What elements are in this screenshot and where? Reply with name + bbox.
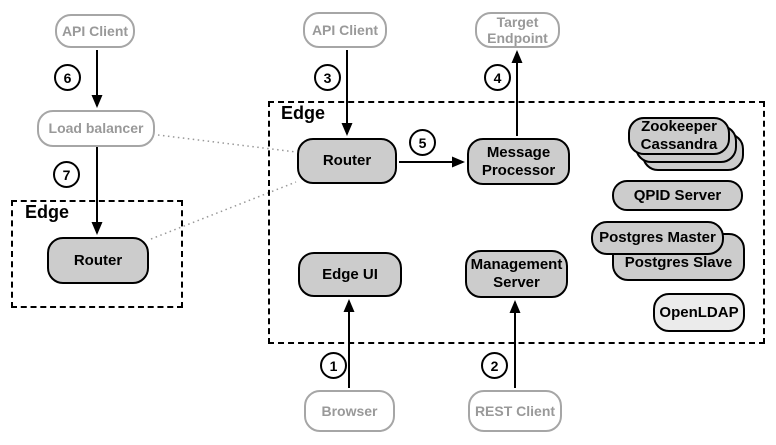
- step-5-badge: 5: [409, 129, 436, 156]
- step-3-badge: 3: [314, 64, 341, 91]
- dotted-link-load-balancer-to-router-main: [157, 134, 297, 153]
- target-endpoint-node: Target Endpoint: [475, 12, 560, 48]
- step-7-badge: 7: [53, 161, 80, 188]
- zookeeper-cassandra-node: Zookeeper Cassandra: [628, 117, 730, 155]
- qpid-server-node: QPID Server: [612, 180, 743, 211]
- step-1-badge: 1: [320, 352, 347, 379]
- edge-ui-node: Edge UI: [298, 252, 402, 297]
- openldap-node: OpenLDAP: [653, 293, 745, 332]
- api-client-mid-node: API Client: [303, 12, 387, 48]
- api-client-left-node: API Client: [55, 14, 135, 48]
- step-4-badge: 4: [484, 64, 511, 91]
- postgres-master-node: Postgres Master: [591, 221, 724, 255]
- message-processor-line2: Processor: [481, 161, 556, 179]
- target-endpoint-line1: Target: [496, 13, 539, 30]
- router-left-node: Router: [47, 237, 149, 284]
- edge-group-left: [11, 200, 183, 308]
- rest-client-node: REST Client: [468, 390, 562, 432]
- edge-group-left-label: Edge: [25, 202, 70, 222]
- management-server-line2: Server: [493, 274, 540, 291]
- step-2-badge: 2: [481, 352, 508, 379]
- router-main-node: Router: [297, 138, 397, 184]
- edge-group-main: [268, 101, 765, 344]
- management-server-line1: Management: [470, 256, 563, 273]
- message-processor-line1: Message: [486, 143, 551, 161]
- step-6-badge: 6: [54, 64, 81, 91]
- management-server-node: Management Server: [465, 250, 568, 298]
- zookeeper-line: Zookeeper: [641, 118, 717, 135]
- browser-node: Browser: [304, 390, 395, 432]
- message-processor-node: Message Processor: [467, 138, 570, 185]
- dotted-link-router-left-to-router-main: [150, 181, 297, 240]
- edge-group-main-label: Edge: [281, 103, 326, 123]
- cassandra-line: Cassandra: [640, 136, 718, 153]
- load-balancer-node: Load balancer: [37, 110, 155, 147]
- target-endpoint-line2: Endpoint: [487, 30, 548, 46]
